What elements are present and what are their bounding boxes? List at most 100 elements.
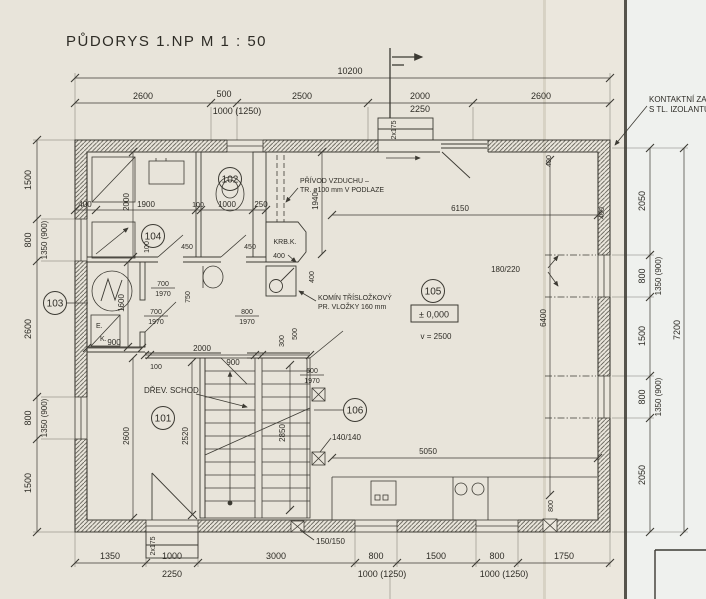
dim-bottom-door: 2250 [162,569,182,579]
door-b-width: 700 [150,309,162,316]
window-frames [74,139,611,533]
note-chimney-2: PR. VLOŽKY 160 mm [318,302,387,311]
level-marker-box [410,304,459,323]
column-label-leader [319,437,332,453]
shower [91,221,136,259]
fold-crease-line [543,0,546,599]
dim-top-2600b: 2600 [531,91,551,101]
dim-wall-100-b: 100 [150,364,162,371]
dim-room103-depth: 1600 [117,294,126,312]
dim-bottom-3000: 3000 [266,551,286,561]
dim-door-450-b: 450 [244,244,256,251]
bottom-entrance-steps [145,472,199,559]
room-circles [43,167,459,430]
dim-bottom-window1: 1000 (1250) [358,569,407,579]
dim-wall-400-top: 400 [546,155,553,167]
dim-top-2000: 2000 [410,91,430,101]
dim-left-window1: 1350 (900) [40,220,49,259]
dim-wall-400-chimney: 400 [309,271,316,283]
sink-bowl [454,482,468,496]
dim-living-depth: 6400 [539,309,548,327]
entrance-gap [378,139,488,153]
note-insulation-2: S TL. IZOLANTU [649,105,706,114]
dim-left-800a: 800 [23,232,33,247]
room-number-105: 105 [425,287,442,298]
dim-room103-width: 900 [107,338,121,347]
staircase [204,357,326,519]
paper-fold-strip [545,0,627,599]
door-d-width: 600 [306,368,318,375]
stair-label-leader [195,393,248,409]
room-number-104: 104 [145,232,162,243]
dim-room101-width: 2600 [122,427,131,445]
note-air-supply-2: TR. ø100 mm V PODLAZE [300,187,384,194]
dim-hall-width: 6150 [451,204,469,213]
door-a-width: 700 [157,281,169,288]
label-steps-bottom: 2x175 [150,536,157,555]
dim-bottom-800a: 800 [368,551,383,561]
dim-stair-length: 2850 [278,424,287,442]
note-air-supply-1: PŘÍVOD VZDUCHU – [300,176,369,185]
paper-right [627,0,706,599]
label-elec-1: E. [96,323,103,330]
dim-wall-400-right: 400 [599,207,606,219]
dimension-lines [32,73,689,568]
label-fireplace: KRB.K. [274,239,297,246]
drawing-title: PŮDORYS 1.NP M 1 : 50 [66,32,267,50]
label-clear-height: v = 2500 [421,332,452,341]
room-number-101: 101 [155,414,172,425]
dim-right-2050b: 2050 [637,465,647,485]
wall-columns [290,518,558,533]
label-column-stair: 140/140 [332,433,361,442]
lintel-dashes [545,254,596,419]
wall-column-leader [299,529,315,541]
dim-right-2050a: 2050 [637,191,647,211]
dim-wall-100-a: 100 [192,202,204,209]
dim-top-2500: 2500 [292,91,312,101]
air-supply-leader [285,187,299,203]
note-insulation-1: KONTAKTNÍ ZAT [649,95,706,104]
insulation-leader [614,105,648,146]
label-lintel: 180/220 [491,265,520,274]
plan-geometry [32,48,706,599]
fireplace-dim-arrow [287,254,297,263]
door-b-height: 1970 [148,319,164,326]
dim-right-window2: 1350 (900) [654,377,663,416]
dim-right-window1: 1350 (900) [654,256,663,295]
dim-niche-500: 500 [292,328,299,340]
water-heater [91,270,133,312]
dim-top-total: 10200 [337,66,362,76]
dim-counter-width: 5050 [419,447,437,456]
dim-bottom-1750: 1750 [554,551,574,561]
dim-left-window2: 1350 (900) [40,398,49,437]
note-stairs: DŘEV. SCHOD. [144,386,201,395]
utility-cabinet [91,156,136,203]
furniture [148,160,185,185]
dim-room101-depth: 2520 [181,427,190,445]
dim-door-450-a: 450 [181,244,193,251]
dim-bottom-800b: 800 [489,551,504,561]
dim-left-1500a: 1500 [23,170,33,190]
room-number-102: 102 [222,175,239,186]
dim-bottom-window2: 1000 (1250) [480,569,529,579]
electrical-cabinet [90,314,121,347]
leaders-arrows [66,48,706,599]
toilet [215,176,245,212]
dim-right-1500: 1500 [637,326,647,346]
dim-niche-300: 300 [279,335,286,347]
stove [370,480,397,506]
dim-duct-offset: 1940 [311,192,320,210]
lintel-leader-up [547,255,559,269]
door-c-width: 800 [241,309,253,316]
dim-niche-750: 750 [185,291,192,303]
dim-room104-depth: 2000 [122,193,131,211]
dim-bottom-1000: 1000 [162,551,182,561]
label-fireplace-dim: 400 [273,253,285,260]
label-elec-2: K. [100,336,107,343]
chimney-leader [298,290,317,302]
dim-top-door: 2250 [410,104,430,114]
dim-wall-400-left: 400 [78,200,92,209]
dim-left-800b: 800 [23,410,33,425]
dim-wall-100-c: 100 [144,241,151,253]
